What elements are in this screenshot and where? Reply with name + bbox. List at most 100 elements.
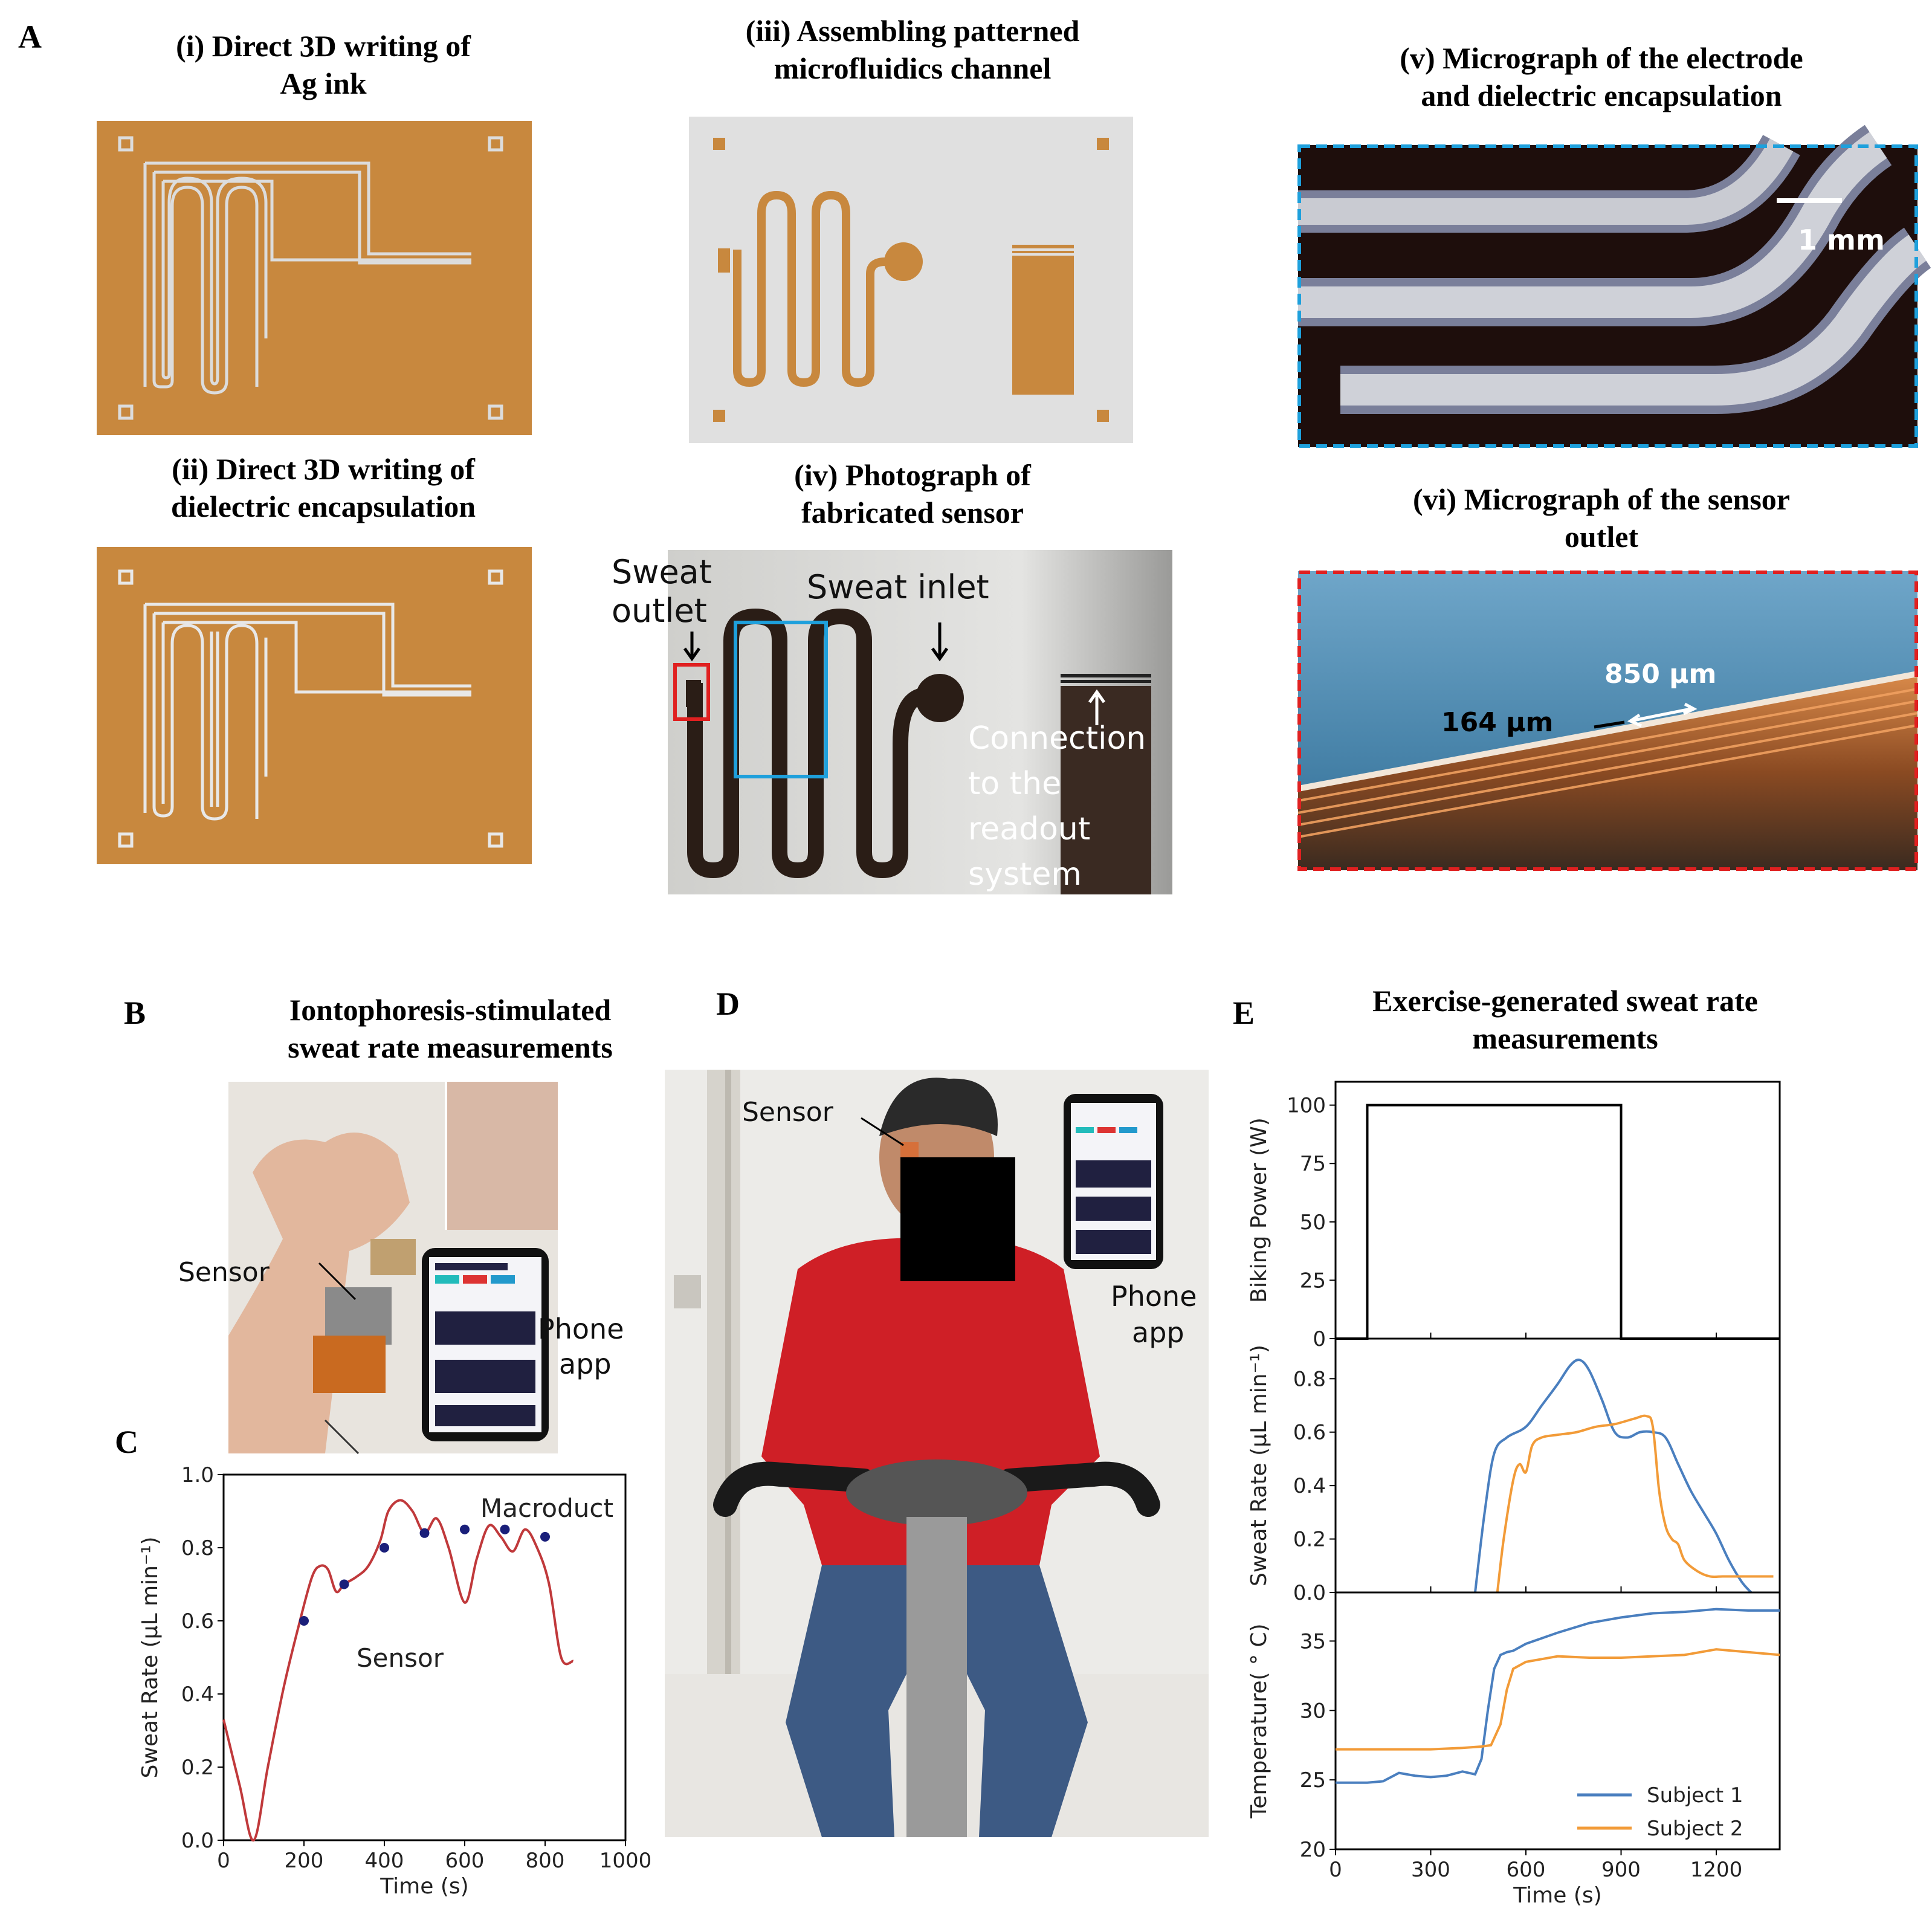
- legend-label-subject-1: Subject 1: [1647, 1783, 1743, 1808]
- y-tick-label: 0.8: [181, 1536, 214, 1560]
- panel-e-top-axes: [1334, 1081, 1781, 1340]
- y-tick-label: 50: [1300, 1211, 1326, 1235]
- title-line: (i) Direct 3D writing of: [176, 29, 471, 63]
- y-tick-label: 1.0: [181, 1463, 214, 1487]
- y-axis-label: Temperature( ° C): [1247, 1623, 1271, 1818]
- panel-a-vi-title: (vi) Micrograph of the sensor outlet: [1299, 480, 1904, 555]
- panel-label-a: A: [18, 19, 42, 55]
- y-tick-label: 0: [1313, 1327, 1326, 1351]
- panel-c-axes: [222, 1473, 627, 1841]
- label-line: Sweat: [612, 553, 712, 591]
- panel-b-phone-label: Phone app: [538, 1311, 624, 1382]
- panel-a-v-title: (v) Micrograph of the electrode and diel…: [1281, 39, 1922, 114]
- title-line: sweat rate measurements: [288, 1030, 613, 1064]
- x-axis-label: Time (s): [1513, 1883, 1601, 1908]
- y-tick-label: 35: [1300, 1629, 1326, 1653]
- y-tick-label: 0.8: [1293, 1367, 1326, 1391]
- title-line: measurements: [1472, 1021, 1658, 1055]
- y-tick-label: 0.6: [181, 1609, 214, 1634]
- panel-a-iv-photo: [668, 550, 1172, 894]
- title-line: Ag ink: [280, 66, 367, 100]
- label-line: Phone: [538, 1313, 624, 1345]
- x-tick-label: 1200: [1690, 1858, 1743, 1882]
- label-line: Connection: [968, 720, 1146, 757]
- y-axis-label: Biking Power (W): [1247, 1117, 1271, 1303]
- readout-board: [325, 1287, 392, 1345]
- label-line: outlet: [612, 592, 707, 630]
- title-line: dielectric encapsulation: [170, 490, 476, 523]
- title-line: (vi) Micrograph of the sensor: [1413, 482, 1790, 516]
- y-tick-label: 0.0: [181, 1829, 214, 1853]
- panel-a-iv-title: (iv) Photograph of fabricated sensor: [677, 456, 1148, 531]
- x-tick-label: 900: [1601, 1858, 1641, 1882]
- y-tick-label: 30: [1300, 1699, 1326, 1723]
- biking-power-line: [1336, 1104, 1780, 1340]
- y-tick-label: 0.0: [1293, 1581, 1326, 1605]
- sensor-series-line: [222, 1499, 574, 1842]
- panel-label-c: C: [115, 1424, 138, 1460]
- label-line: app: [559, 1348, 612, 1380]
- face-redaction: [900, 1157, 1015, 1281]
- y-tick-label: 25: [1300, 1768, 1326, 1792]
- panel-b-title: Iontophoresis-stimulated sweat rate meas…: [215, 991, 686, 1066]
- panel-a-ii-title: (ii) Direct 3D writing of dielectric enc…: [91, 450, 556, 525]
- microfluidic-channel: [733, 190, 886, 387]
- macroduct-point: [299, 1616, 309, 1626]
- sweat-inlet-label: Sweat inlet: [807, 568, 989, 606]
- panel-b-sensor-label: Sensor: [178, 1257, 270, 1288]
- title-line: fabricated sensor: [801, 496, 1024, 529]
- y-tick-label: 25: [1300, 1269, 1326, 1293]
- x-tick-label: 800: [526, 1849, 565, 1873]
- y-tick-label: 20: [1300, 1838, 1326, 1862]
- x-tick-label: 0: [217, 1849, 230, 1873]
- label-line: Phone: [1111, 1280, 1197, 1313]
- panel-e-bottom-axes: [1334, 1591, 1781, 1851]
- sensor-annotation: Sensor: [357, 1643, 444, 1673]
- y-axis-label: Sweat Rate (μL min⁻¹): [138, 1537, 163, 1779]
- panel-b-photo: [228, 1082, 558, 1455]
- encapsulated-trace: [118, 569, 503, 848]
- title-line: Iontophoresis-stimulated: [289, 993, 612, 1027]
- panel-a-vi-micrograph: [1297, 571, 1918, 871]
- outlet-highlight-box: [673, 663, 710, 721]
- panel-a-ii-image: [97, 547, 532, 864]
- x-tick-label: 600: [1507, 1858, 1546, 1882]
- panel-e-title: Exercise-generated sweat rate measuremen…: [1275, 982, 1855, 1057]
- title-line: Exercise-generated sweat rate: [1372, 984, 1758, 1018]
- y-tick-label: 0.2: [181, 1756, 214, 1780]
- x-tick-label: 300: [1411, 1858, 1450, 1882]
- title-line: (v) Micrograph of the electrode: [1400, 41, 1803, 75]
- macroduct-point: [500, 1524, 510, 1534]
- label-line: readout: [968, 811, 1091, 847]
- y-tick-label: 75: [1300, 1152, 1326, 1176]
- panel-d-photo: [665, 1070, 1209, 1837]
- title-line: microfluidics channel: [774, 51, 1052, 85]
- y-axis-label: Sweat Rate (μL min⁻¹): [1247, 1345, 1271, 1586]
- x-tick-label: 600: [445, 1849, 485, 1873]
- copper-substrate: [97, 547, 532, 864]
- sweat-rate-line-subject-1: [1474, 1359, 1753, 1594]
- electrode-highlight-box: [734, 621, 828, 778]
- label-line: to the: [968, 766, 1062, 802]
- panel-label-d: D: [716, 986, 740, 1022]
- x-axis-label: Time (s): [380, 1874, 468, 1899]
- x-tick-label: 1000: [599, 1849, 652, 1873]
- title-line: (iv) Photograph of: [794, 458, 1031, 492]
- macroduct-annotation: Macroduct: [480, 1493, 613, 1523]
- x-tick-label: 400: [365, 1849, 404, 1873]
- x-tick-label: 0: [1329, 1858, 1342, 1882]
- connection-label: Connection to the readout system: [968, 716, 1146, 897]
- macroduct-point: [460, 1524, 470, 1534]
- y-tick-label: 0.2: [1293, 1528, 1326, 1552]
- inset-skin: [446, 1082, 558, 1230]
- sweat-rate-line-subject-2: [1496, 1414, 1774, 1593]
- macroduct-point: [380, 1543, 389, 1553]
- panel-d-sensor-label: Sensor: [742, 1097, 833, 1128]
- panel-d-phone-label: Phone app: [1111, 1278, 1197, 1351]
- panel-a-iii-image: [689, 117, 1133, 443]
- panel-a-iii-title: (iii) Assembling patterned microfluidics…: [665, 12, 1160, 87]
- temperature-line-subject-2: [1336, 1648, 1780, 1751]
- title-line: and dielectric encapsulation: [1421, 79, 1782, 112]
- label-line: app: [1132, 1316, 1184, 1349]
- sensor-patch: [313, 1336, 386, 1393]
